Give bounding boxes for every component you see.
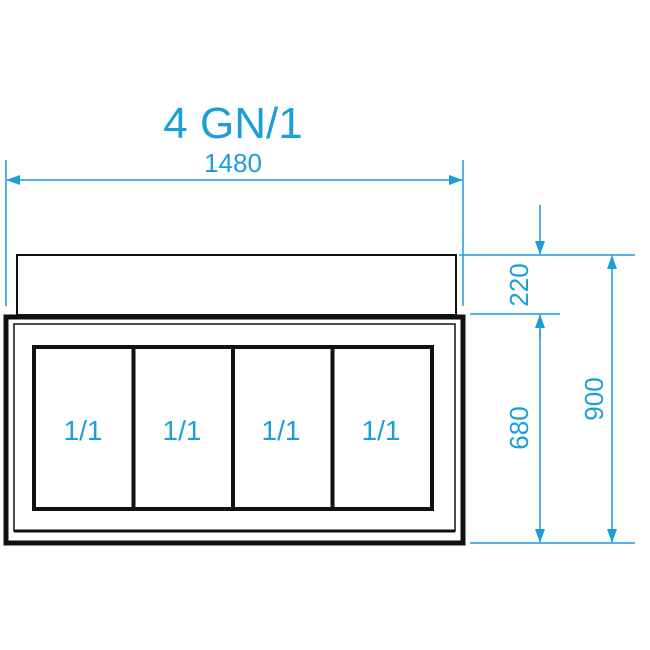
body-height-dimension-line <box>535 330 545 543</box>
body-height-dimension-label: 680 <box>504 406 534 449</box>
cabinet-body <box>3 314 466 546</box>
top-height-dimension-line <box>535 205 545 340</box>
pan-label: 1/1 <box>163 415 202 446</box>
top-height-dimension-label: 220 <box>504 263 534 306</box>
pan-labels: 1/1 1/1 1/1 1/1 <box>64 415 401 446</box>
model-title: 4 GN/1 <box>163 99 302 148</box>
width-dimension-line <box>5 160 464 306</box>
total-height-dimension-line <box>607 255 617 543</box>
top-canopy <box>16 254 457 316</box>
height-extension-lines <box>459 254 635 544</box>
pan-label: 1/1 <box>362 415 401 446</box>
pan-label: 1/1 <box>64 415 103 446</box>
pan-separators <box>131 347 335 509</box>
pan-label: 1/1 <box>262 415 301 446</box>
total-height-dimension-label: 900 <box>579 377 609 420</box>
width-dimension-label: 1480 <box>204 148 262 178</box>
